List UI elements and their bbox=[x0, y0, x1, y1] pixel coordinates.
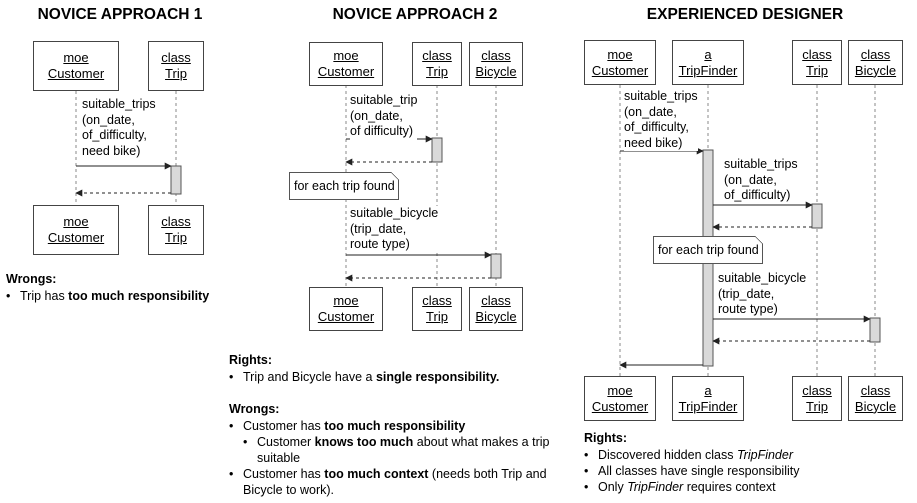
n1-wrongs-list: Trip has too much responsibility bbox=[6, 288, 209, 304]
d2-message-trip: suitable_trip(on_date,of difficulty) bbox=[350, 93, 418, 140]
list-item: Customer knows too much about what makes… bbox=[243, 434, 549, 466]
n3-rights-heading: Rights: bbox=[584, 431, 628, 445]
d3-message-trip: suitable_trips(on_date,of_difficulty) bbox=[724, 157, 798, 204]
d3-loop-note: for each trip found bbox=[653, 236, 763, 264]
list-item: Trip has too much responsibility bbox=[6, 288, 209, 304]
title-novice-1: NOVICE APPROACH 1 bbox=[37, 6, 203, 23]
n3-rights-list: Discovered hidden class TripFinder All c… bbox=[584, 447, 799, 495]
list-item: All classes have single responsibility bbox=[584, 463, 799, 479]
n1-wrongs-heading: Wrongs: bbox=[6, 272, 57, 286]
d3-message-bicycle: suitable_bicycle(trip_date,route type) bbox=[718, 271, 807, 318]
n2-rights-list: Trip and Bicycle have a single responsib… bbox=[229, 369, 499, 385]
d2-loop-note: for each trip found bbox=[289, 172, 399, 200]
activation-d2-trip bbox=[431, 137, 443, 163]
activation-d2-bicycle bbox=[490, 253, 502, 279]
d2-message-bicycle: suitable_bicycle(trip_date,route type) bbox=[350, 206, 439, 253]
list-item: Discovered hidden class TripFinder bbox=[584, 447, 799, 463]
activation-d1-trip bbox=[170, 165, 182, 195]
d3-message-finder: suitable_trips(on_date, of_difficulty,ne… bbox=[624, 89, 698, 151]
list-item: Customer has too much context (needs bot… bbox=[229, 466, 549, 498]
n2-wrongs-heading: Wrongs: bbox=[229, 402, 280, 416]
list-item: Only TripFinder requires context bbox=[584, 479, 799, 495]
activation-d3-bicycle bbox=[869, 317, 881, 343]
activation-d3-trip bbox=[811, 203, 823, 229]
title-novice-2: NOVICE APPROACH 2 bbox=[332, 6, 498, 23]
n2-wrongs-list: Customer has too much responsibility Cus… bbox=[229, 418, 549, 498]
d1-message-label: suitable_trips(on_date, of_difficulty,ne… bbox=[82, 97, 156, 159]
list-item: Customer has too much responsibility bbox=[229, 418, 549, 434]
n2-rights-heading: Rights: bbox=[229, 353, 273, 367]
list-item: Trip and Bicycle have a single responsib… bbox=[229, 369, 499, 385]
title-experienced: EXPERIENCED DESIGNER bbox=[646, 6, 844, 23]
